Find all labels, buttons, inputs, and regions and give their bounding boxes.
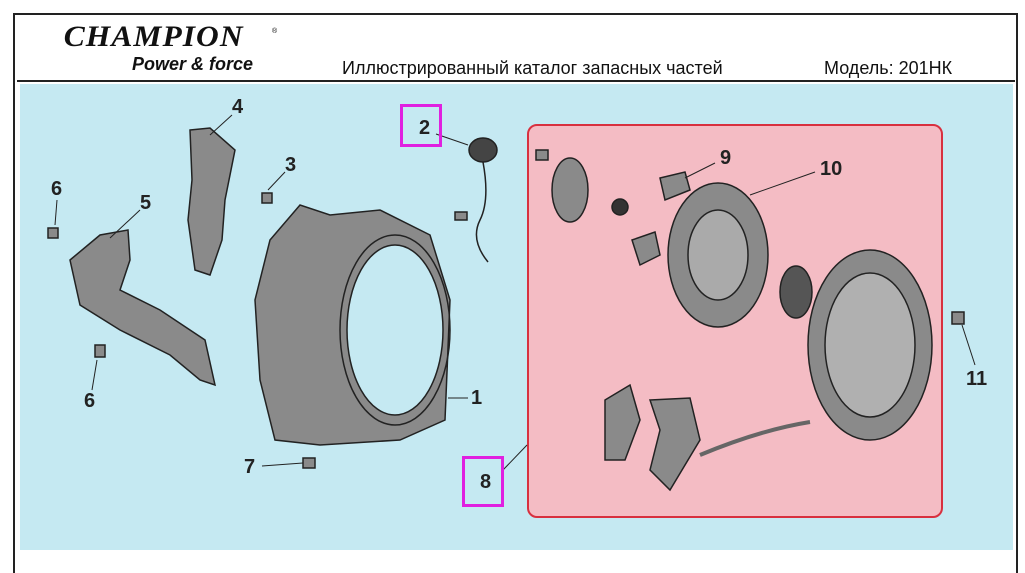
recoil-starter-parts[interactable]: [551, 157, 933, 492]
callout-highlight-8: [462, 456, 504, 507]
fan-housing-part[interactable]: [254, 204, 451, 446]
part-label-6a[interactable]: 6: [51, 178, 63, 200]
part-label-6b[interactable]: 6: [84, 390, 96, 412]
brand-tagline: Power & force: [132, 54, 254, 74]
bolt-part[interactable]: [47, 149, 965, 469]
brand-logo: CHAMPION: [63, 20, 244, 53]
cylinder-cover-part[interactable]: [69, 229, 217, 387]
part-label-10[interactable]: 10: [820, 158, 843, 180]
part-label-1[interactable]: 1: [471, 387, 483, 409]
part-label-11[interactable]: 11: [966, 368, 988, 390]
part-label-2[interactable]: 2: [419, 117, 431, 139]
part-label-8[interactable]: 8: [480, 471, 492, 493]
part-label-4[interactable]: 4: [232, 96, 244, 118]
catalog-title: Иллюстрированный каталог запасных частей: [342, 58, 723, 78]
part-label-7[interactable]: 7: [244, 456, 256, 478]
callout-highlight-2: [400, 104, 442, 147]
part-label-5[interactable]: 5: [140, 192, 152, 214]
model-label: Модель: 201НК: [824, 58, 953, 78]
guide-plate-part[interactable]: [187, 127, 236, 276]
part-label-3[interactable]: 3: [285, 154, 297, 176]
header-divider: [17, 80, 1015, 82]
page-frame: [13, 13, 1018, 573]
stop-switch-part[interactable]: [454, 137, 498, 263]
part-label-9[interactable]: 9: [720, 147, 732, 169]
registered-mark: ®: [272, 28, 278, 35]
